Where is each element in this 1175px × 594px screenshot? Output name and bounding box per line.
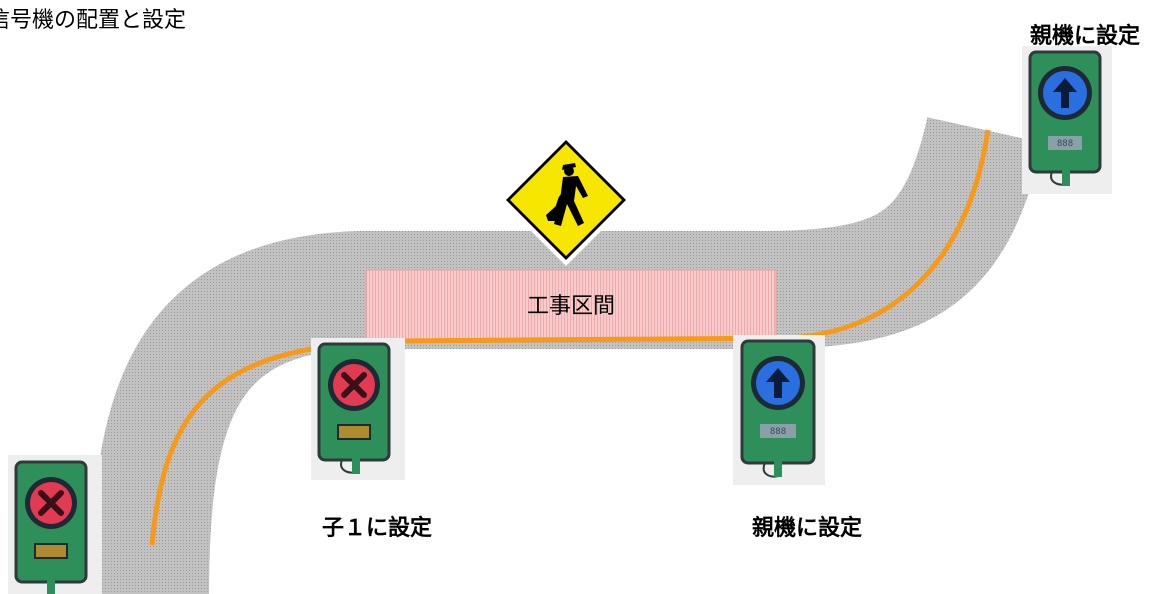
up-arrow-icon (766, 368, 790, 398)
signal-counter: 888 (1057, 139, 1073, 149)
up-arrow-icon (1053, 78, 1077, 108)
x-mark-icon (38, 490, 64, 516)
signal-counter: 888 (770, 427, 786, 437)
signal-bottom-left (8, 455, 102, 594)
signal-label-middle: 親機に設定 (752, 516, 863, 541)
signal-top-right: 888 (1022, 46, 1112, 194)
road (91, 116, 1043, 594)
x-mark-icon (341, 372, 367, 398)
signal-label-top-right: 親機に設定 (1030, 24, 1141, 49)
signal-label-child: 子１に設定 (322, 516, 433, 541)
construction-worker-sign-icon (500, 134, 632, 266)
signal-middle: 888 (733, 335, 825, 485)
page-title: 信号機の配置と設定 (0, 8, 187, 33)
signal-child (311, 338, 405, 480)
work-zone-label: 工事区間 (527, 294, 615, 319)
